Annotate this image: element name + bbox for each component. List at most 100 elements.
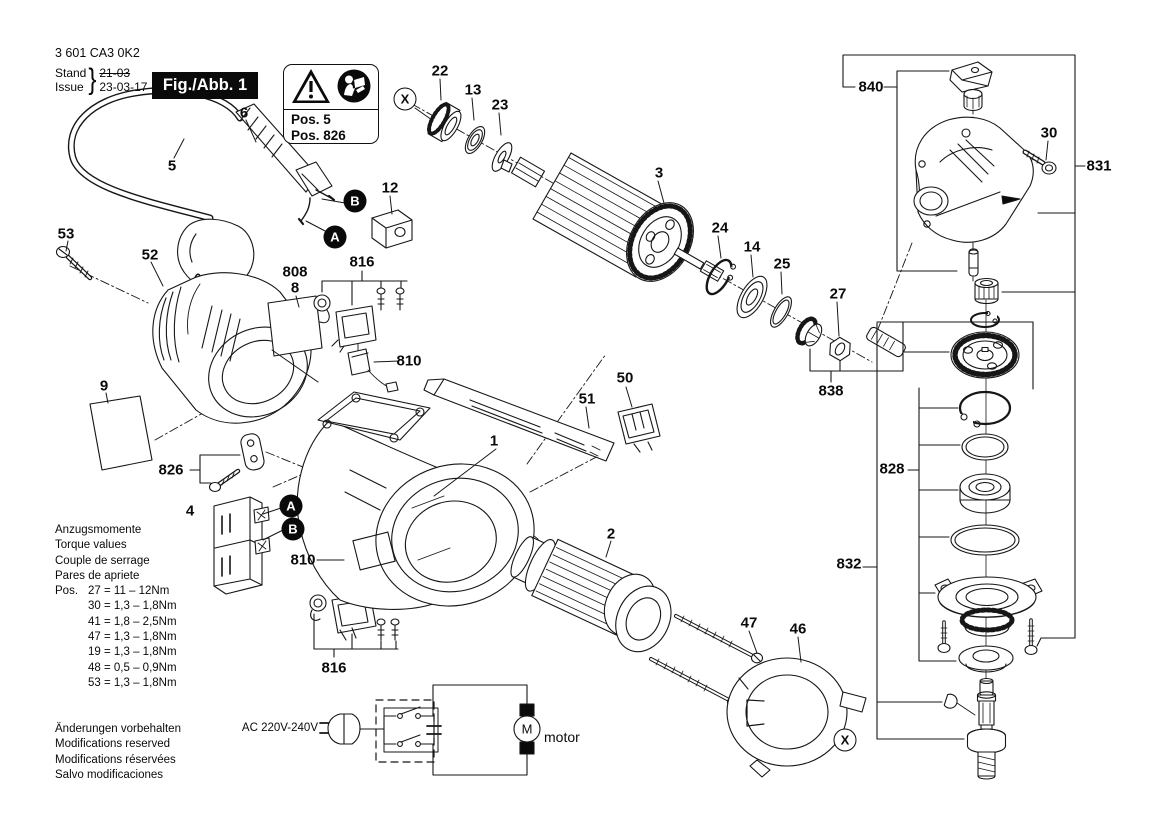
switch-slider-51-drawing bbox=[423, 378, 615, 462]
air-baffle-46-drawing bbox=[726, 657, 867, 778]
callout-47: 47 bbox=[740, 614, 758, 632]
callout-9: 9 bbox=[99, 377, 109, 395]
terminal-block-4-drawing bbox=[213, 496, 271, 595]
crown-gear-stack-drawing bbox=[950, 310, 1020, 556]
notice-es: Salvo modificaciones bbox=[55, 768, 164, 781]
motor-label: motor bbox=[544, 729, 580, 745]
callout-marker-a-cable: A bbox=[323, 225, 347, 249]
callout-831: 831 bbox=[1086, 157, 1112, 175]
callout-22: 22 bbox=[431, 62, 449, 80]
stator-2-drawing bbox=[510, 536, 672, 653]
armature-3-drawing bbox=[427, 101, 906, 358]
gear-housing-drawing bbox=[913, 116, 1034, 243]
callout-3: 3 bbox=[654, 164, 664, 182]
type-number: 3 601 CA3 0K2 bbox=[55, 46, 140, 60]
screw-53-drawing bbox=[55, 245, 93, 281]
callout-810-upper: 810 bbox=[396, 352, 422, 370]
callout-23: 23 bbox=[491, 96, 509, 114]
pin-sleeve-drawing bbox=[968, 248, 999, 305]
cable-clamp-12-drawing bbox=[371, 209, 413, 249]
callout-marker-x-bottom: X bbox=[833, 728, 857, 752]
torque-heading-de: Anzugsmomente bbox=[55, 524, 142, 536]
spindle-lock-840-drawing bbox=[949, 61, 993, 112]
torque-row: 27 = 11 – 12Nm bbox=[88, 585, 170, 598]
callout-1: 1 bbox=[489, 432, 499, 450]
notice-fr: Modifications réservées bbox=[55, 753, 176, 766]
stand-value: 21-03 bbox=[99, 66, 131, 80]
torque-row: 47 = 1,3 – 1,8Nm bbox=[88, 631, 177, 644]
issue-label: Issue bbox=[55, 80, 84, 94]
carbon-brush-810-upper-drawing bbox=[347, 348, 399, 393]
callout-808: 808 bbox=[282, 263, 308, 281]
callout-50: 50 bbox=[616, 369, 634, 387]
callout-marker-x-top: X bbox=[393, 87, 417, 111]
torque-heading-fr: Couple de serrage bbox=[55, 554, 150, 567]
warning-triangle-icon bbox=[291, 68, 331, 109]
callout-marker-b-cable: B bbox=[343, 189, 367, 213]
callout-6: 6 bbox=[239, 104, 249, 122]
torque-row: 30 = 1,3 – 1,8Nm bbox=[88, 600, 177, 613]
callout-826-clamp: 826 bbox=[158, 461, 184, 479]
callout-810-lower: 810 bbox=[290, 551, 316, 569]
callout-816-lower: 816 bbox=[321, 659, 347, 677]
callout-51: 51 bbox=[578, 390, 596, 408]
torque-heading-en: Torque values bbox=[55, 539, 127, 552]
callout-840: 840 bbox=[858, 78, 884, 96]
torque-row: 53 = 1,3 – 1,8Nm bbox=[88, 676, 177, 689]
torque-row: 48 = 0,5 – 0,9Nm bbox=[88, 661, 177, 674]
callout-816-upper: 816 bbox=[349, 253, 375, 271]
motor-housing-1-drawing bbox=[296, 391, 535, 610]
notice-en: Modifications reserved bbox=[55, 738, 171, 751]
callout-2: 2 bbox=[606, 525, 616, 543]
warning-pos-box: Pos. 5 Pos. 826 bbox=[283, 64, 379, 144]
callout-828: 828 bbox=[879, 460, 905, 478]
notice-de: Änderungen vorbehalten bbox=[55, 723, 181, 735]
nameplate-9-drawing bbox=[89, 395, 153, 471]
callout-5: 5 bbox=[167, 157, 177, 175]
bearing-chain-drawing bbox=[705, 258, 851, 362]
callout-832: 832 bbox=[836, 555, 862, 573]
callout-27: 27 bbox=[829, 285, 847, 303]
callout-46: 46 bbox=[789, 620, 807, 638]
callout-12: 12 bbox=[381, 179, 399, 197]
switch-knob-50-drawing bbox=[617, 403, 661, 453]
pos-line-2: Pos. 826 bbox=[291, 128, 346, 143]
brace-glyph: } bbox=[88, 62, 97, 97]
torque-row: 41 = 1,8 – 2,5Nm bbox=[88, 615, 177, 628]
callout-25: 25 bbox=[773, 255, 791, 273]
header-block: 3 601 CA3 0K2 Stand Issue } 21-03 23-03-… bbox=[55, 46, 148, 96]
callout-4: 4 bbox=[185, 502, 195, 520]
pos-line-1: Pos. 5 bbox=[291, 112, 331, 127]
leader-lines bbox=[65, 78, 1049, 663]
torque-pos-label: Pos. bbox=[55, 585, 79, 598]
callout-marker-b-block: B bbox=[281, 517, 305, 541]
callout-8: 8 bbox=[290, 279, 300, 297]
callout-24: 24 bbox=[711, 219, 729, 237]
torque-heading-es: Pares de apriete bbox=[55, 569, 140, 582]
label-8-drawing bbox=[267, 295, 323, 357]
figure-tag: Fig./Abb. 1 bbox=[152, 72, 258, 99]
callout-30: 30 bbox=[1040, 124, 1058, 142]
callout-14: 14 bbox=[743, 238, 761, 256]
callout-marker-a-block: A bbox=[279, 494, 303, 518]
read-manual-icon bbox=[336, 68, 372, 109]
cord-grip-826-drawing bbox=[189, 433, 265, 493]
callout-838: 838 bbox=[818, 382, 844, 400]
voltage-label: AC 220V-240V bbox=[241, 722, 318, 734]
motor-cover-52-drawing bbox=[152, 272, 312, 424]
wiring-schematic bbox=[319, 684, 541, 776]
screw-30-drawing bbox=[1022, 149, 1057, 175]
torque-row: 19 = 1,3 – 1,8Nm bbox=[88, 646, 177, 659]
bearing-flange-drawing bbox=[934, 576, 1043, 780]
modification-notice: Änderungen vorbehalten Modifications res… bbox=[55, 722, 181, 783]
torque-table: Anzugsmomente Torque values Couple de se… bbox=[55, 523, 177, 691]
issue-value: 23-03-17 bbox=[99, 80, 148, 94]
callout-52: 52 bbox=[141, 246, 159, 264]
brush-holder-816-upper-drawing bbox=[313, 270, 408, 353]
group-brackets bbox=[809, 54, 1086, 740]
callout-53: 53 bbox=[57, 225, 75, 243]
callout-13: 13 bbox=[464, 81, 482, 99]
stand-label: Stand bbox=[55, 66, 87, 80]
